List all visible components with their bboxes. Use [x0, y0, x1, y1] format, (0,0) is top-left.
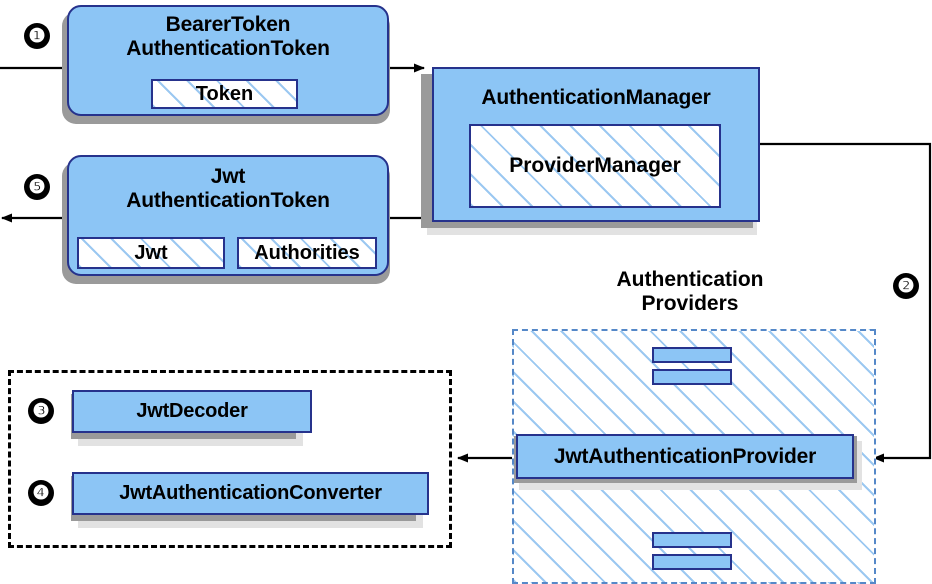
authentication-providers-label-line1: Authentication — [616, 268, 764, 291]
jwt-token-inner-jwt: Jwt — [77, 237, 225, 269]
bearer-token-title-line1: BearerToken — [165, 13, 291, 36]
badge-step-5: ❺ — [24, 174, 50, 200]
authentication-providers-label-line2: Providers — [641, 291, 739, 315]
badge-step-3: ❸ — [28, 398, 54, 424]
authentication-manager-title: AuthenticationManager — [481, 86, 711, 109]
jwt-token-inner-jwt-label: Jwt — [134, 241, 168, 264]
jwt-converter-title: JwtAuthenticationConverter — [119, 482, 382, 505]
provider-stack-bar-bottom-2 — [652, 554, 732, 570]
jwt-decoder-title: JwtDecoder — [136, 400, 248, 423]
node-jwt-authentication-provider[interactable]: JwtAuthenticationProvider — [516, 434, 854, 479]
provider-stack-bar-top-1 — [652, 347, 732, 363]
badge-step-4: ❹ — [28, 480, 54, 506]
node-jwt-decoder[interactable]: JwtDecoder — [72, 390, 312, 433]
bearer-token-inner-token-label: Token — [195, 82, 254, 105]
authentication-manager-inner-provider-manager: ProviderManager — [469, 124, 721, 208]
jwt-token-inner-authorities-label: Authorities — [254, 241, 360, 264]
badge-step-2: ❷ — [893, 273, 919, 299]
provider-manager-label: ProviderManager — [509, 154, 681, 177]
jwt-token-title-line1: Jwt — [210, 165, 246, 188]
badge-step-1: ❶ — [24, 23, 50, 49]
badge-step-2-label: ❷ — [897, 275, 915, 297]
badge-step-5-label: ❺ — [28, 176, 46, 198]
badge-step-1-label: ❶ — [28, 25, 46, 47]
bearer-token-inner-token: Token — [151, 79, 298, 109]
provider-stack-bar-top-2 — [652, 369, 732, 385]
node-jwt-authentication-converter[interactable]: JwtAuthenticationConverter — [72, 472, 429, 515]
jwt-token-inner-authorities: Authorities — [237, 237, 377, 269]
jwt-token-title-line2: AuthenticationToken — [126, 188, 330, 212]
provider-stack-bar-bottom-1 — [652, 532, 732, 548]
bearer-token-title-line2: AuthenticationToken — [126, 36, 330, 60]
jwt-authentication-provider-title: JwtAuthenticationProvider — [553, 444, 817, 468]
badge-step-3-label: ❸ — [32, 400, 50, 422]
badge-step-4-label: ❹ — [32, 482, 50, 504]
jwt-support-region — [8, 370, 452, 548]
authentication-providers-label: Authentication Providers — [560, 268, 820, 315]
